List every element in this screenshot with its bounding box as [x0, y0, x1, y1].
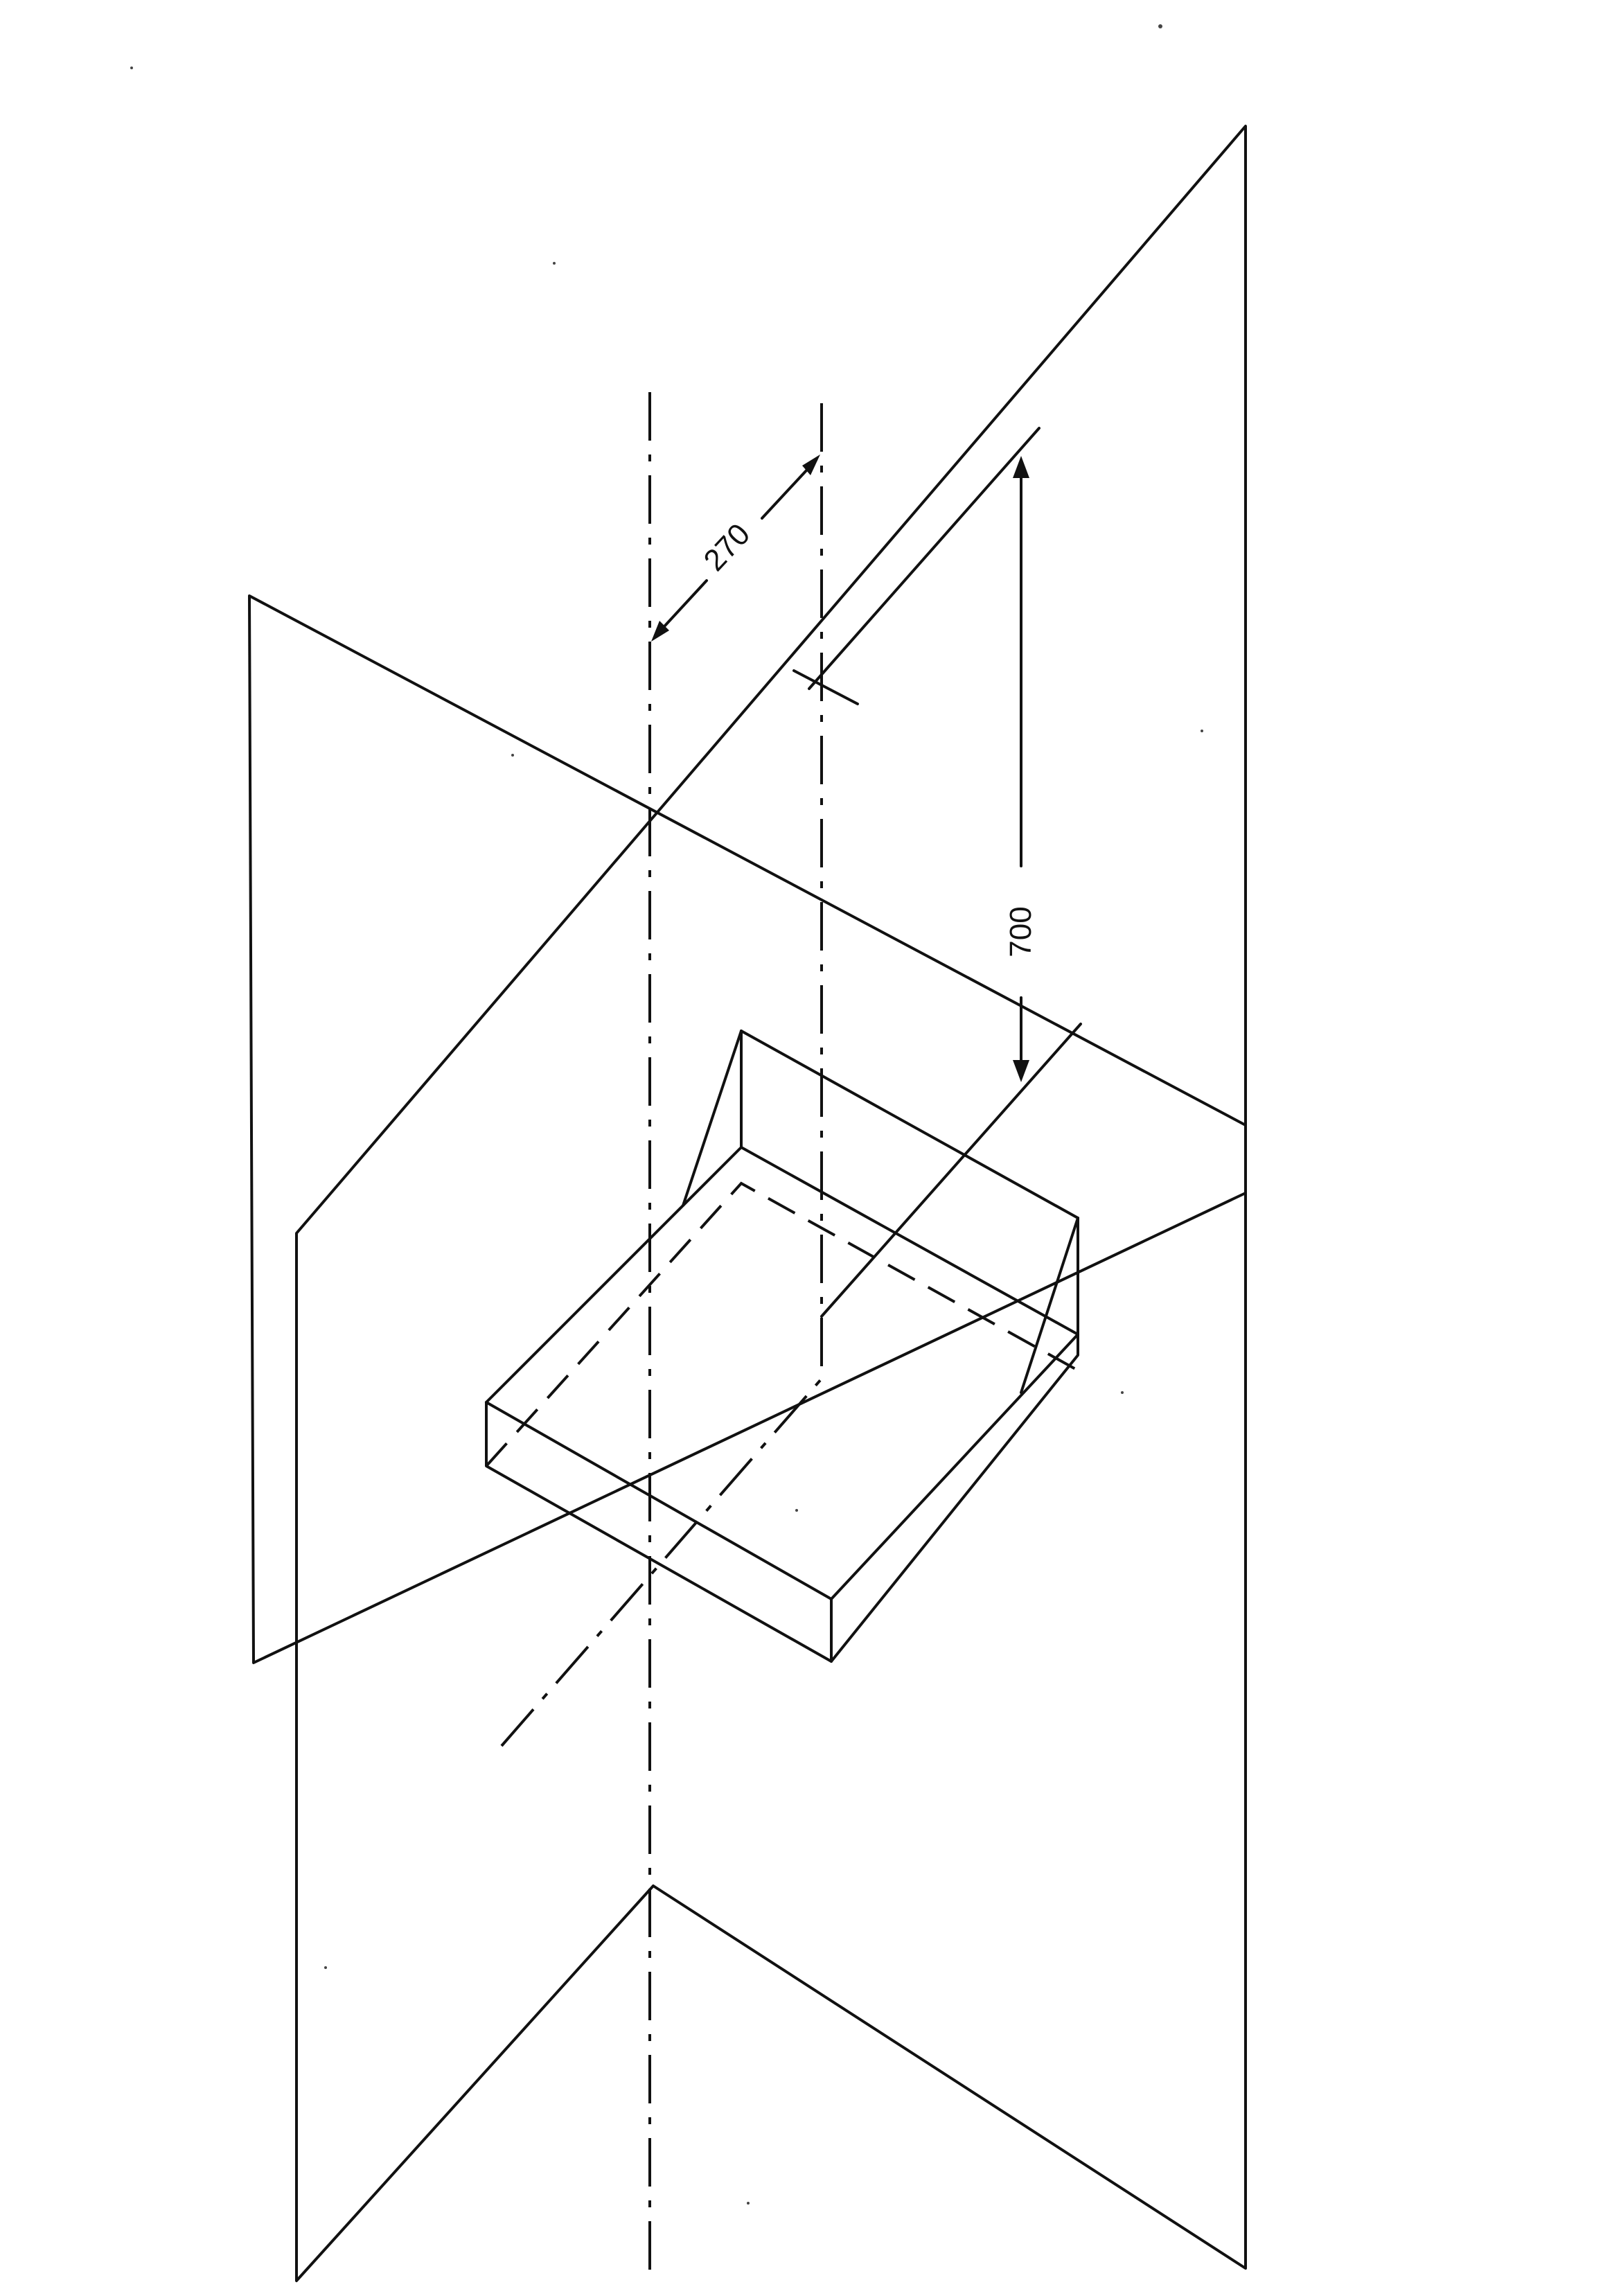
reference-line-upper — [808, 427, 1040, 690]
dimension-270: 270 — [651, 454, 820, 642]
front-panel — [295, 125, 1247, 2282]
dimension-270-label: 270 — [697, 518, 756, 578]
reference-line-lower — [500, 1377, 823, 1747]
dimension-700-label: 700 — [1004, 906, 1038, 957]
reference-line-mid — [820, 1023, 1082, 1318]
dimension-700: 700 — [1004, 456, 1038, 1082]
shelf-box — [485, 1030, 1079, 1663]
back-panel — [248, 594, 1247, 1664]
cross-tick — [792, 669, 859, 705]
scan-specks — [130, 24, 1203, 2205]
